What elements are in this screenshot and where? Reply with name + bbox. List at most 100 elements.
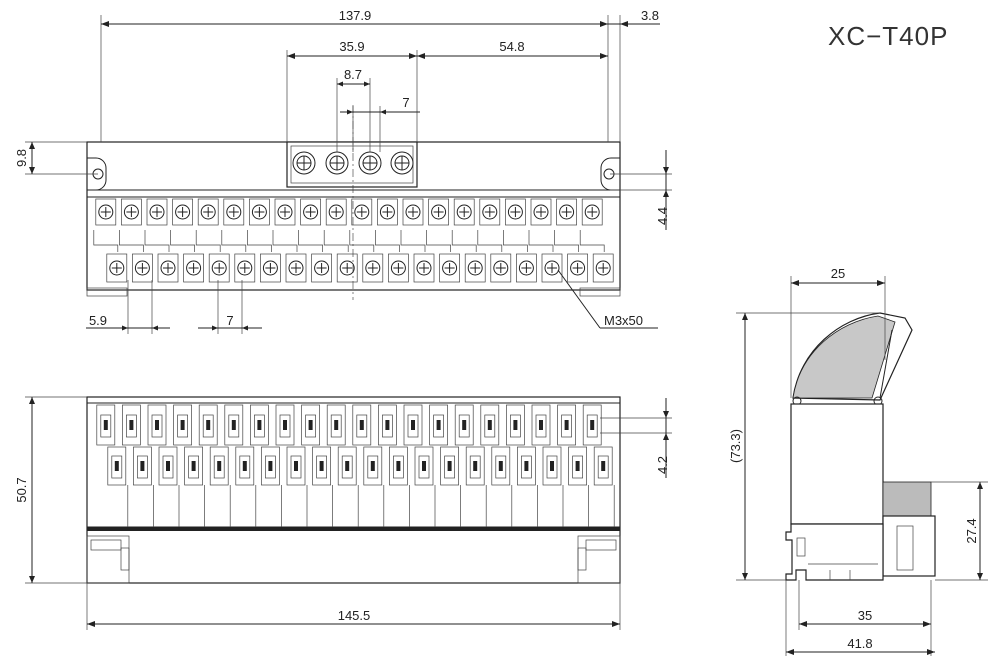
front-dimensions: 50.7 4.2 145.5	[14, 396, 672, 630]
front-terminal-upper	[531, 404, 551, 446]
dim-screw-pitch-a: 8.7	[344, 67, 362, 82]
terminal-lower	[183, 253, 204, 283]
terminal-lower	[234, 253, 256, 283]
terminal-screw-upper	[98, 204, 114, 220]
front-terminal-upper	[301, 404, 320, 446]
terminal-lower	[464, 253, 486, 283]
terminal-lower	[260, 253, 281, 283]
front-terminal-lower	[312, 446, 331, 486]
connector-block	[286, 141, 418, 188]
front-terminal-lower	[133, 446, 152, 486]
dim-side-height: (73.3)	[728, 429, 743, 463]
dim-side-top-width: 25	[831, 266, 845, 281]
screw-spec-label: M3x50	[604, 313, 643, 328]
front-terminal-upper	[96, 404, 116, 446]
front-terminal-lower	[184, 446, 203, 486]
terminal-screw-upper	[482, 204, 498, 220]
top-terminal-rows	[93, 198, 614, 283]
dim-connector-offset: 35.9	[339, 39, 364, 54]
terminal-upper	[249, 198, 270, 226]
front-terminal-lower	[235, 446, 255, 486]
front-terminal-lower	[389, 446, 408, 486]
terminal-upper	[581, 198, 603, 226]
terminal-screw-upper	[533, 204, 549, 220]
terminal-screw-upper	[123, 204, 139, 220]
front-terminal-upper	[557, 404, 576, 446]
terminal-screw-lower	[442, 260, 458, 276]
front-terminal-lower	[414, 446, 434, 486]
dim-front-height: 50.7	[14, 477, 29, 502]
terminal-upper	[377, 198, 398, 226]
terminal-screw-lower	[339, 260, 355, 276]
terminal-upper	[197, 198, 219, 226]
side-dimensions: 25 (73.3) 27.4 35 41.8	[728, 266, 988, 656]
front-terminal-upper	[454, 404, 474, 446]
terminal-screw-upper	[431, 204, 447, 220]
terminal-screw-lower	[262, 260, 278, 276]
front-terminal-lower	[440, 446, 459, 486]
model-title: XC−T40P	[828, 21, 948, 51]
dim-front-row-offset: 4.2	[655, 456, 670, 474]
front-terminal-lower	[363, 446, 383, 486]
terminal-upper	[479, 198, 501, 226]
terminal-screw-upper	[328, 204, 344, 220]
front-terminal-upper	[403, 404, 423, 446]
terminal-lower	[208, 253, 230, 283]
terminal-upper	[402, 198, 424, 226]
terminal-lower	[439, 253, 460, 283]
terminal-lower	[413, 253, 435, 283]
terminal-screw-upper	[379, 204, 395, 220]
terminal-screw-lower	[160, 260, 176, 276]
terminal-upper	[505, 198, 526, 226]
dim-terminal-offset-right: 4.4	[655, 207, 670, 225]
terminal-screw-lower	[237, 260, 253, 276]
terminal-screw-upper	[584, 204, 600, 220]
terminal-upper	[300, 198, 321, 226]
front-terminal-upper	[326, 404, 346, 446]
terminal-screw-upper	[200, 204, 216, 220]
terminal-lower	[336, 253, 358, 283]
dim-front-overall: 145.5	[338, 608, 371, 623]
front-terminal-upper	[275, 404, 295, 446]
front-terminal-upper	[147, 404, 167, 446]
front-terminal-rows	[96, 404, 615, 527]
top-dimensions: 137.9 3.8 35.9 54.8 8.7 7 9.8	[14, 8, 672, 334]
front-terminal-lower	[568, 446, 587, 486]
terminal-screw-upper	[149, 204, 165, 220]
front-terminal-lower	[542, 446, 562, 486]
dim-mount-hole-height: 9.8	[14, 149, 29, 167]
terminal-screw-lower	[365, 260, 381, 276]
terminal-lower	[490, 253, 512, 283]
terminal-screw-upper	[277, 204, 293, 220]
terminal-lower	[362, 253, 384, 283]
terminal-lower	[388, 253, 409, 283]
front-terminal-upper	[250, 404, 269, 446]
terminal-screw-lower	[211, 260, 227, 276]
front-terminal-lower	[465, 446, 485, 486]
dim-terminal-start: 5.9	[89, 313, 107, 328]
terminal-screw-lower	[467, 260, 483, 276]
top-view	[86, 105, 621, 300]
terminal-screw-lower	[518, 260, 534, 276]
dim-connector-to-right: 54.8	[499, 39, 524, 54]
terminal-screw-lower	[416, 260, 432, 276]
terminal-lower	[132, 253, 153, 283]
front-terminal-upper	[480, 404, 500, 446]
terminal-lower	[106, 253, 128, 283]
terminal-screw-lower	[288, 260, 304, 276]
dim-side-base-width: 41.8	[847, 636, 872, 651]
terminal-upper	[556, 198, 577, 226]
terminal-lower	[157, 253, 179, 283]
terminal-screw-lower	[544, 260, 560, 276]
front-terminal-lower	[107, 446, 127, 486]
front-rail-clip-left	[86, 535, 130, 584]
front-terminal-lower	[593, 446, 613, 486]
terminal-lower	[285, 253, 307, 283]
terminal-lower	[311, 253, 332, 283]
terminal-upper	[146, 198, 168, 226]
terminal-lower	[567, 253, 588, 283]
front-terminal-upper	[506, 404, 525, 446]
terminal-lower	[516, 253, 537, 283]
terminal-screw-upper	[559, 204, 575, 220]
